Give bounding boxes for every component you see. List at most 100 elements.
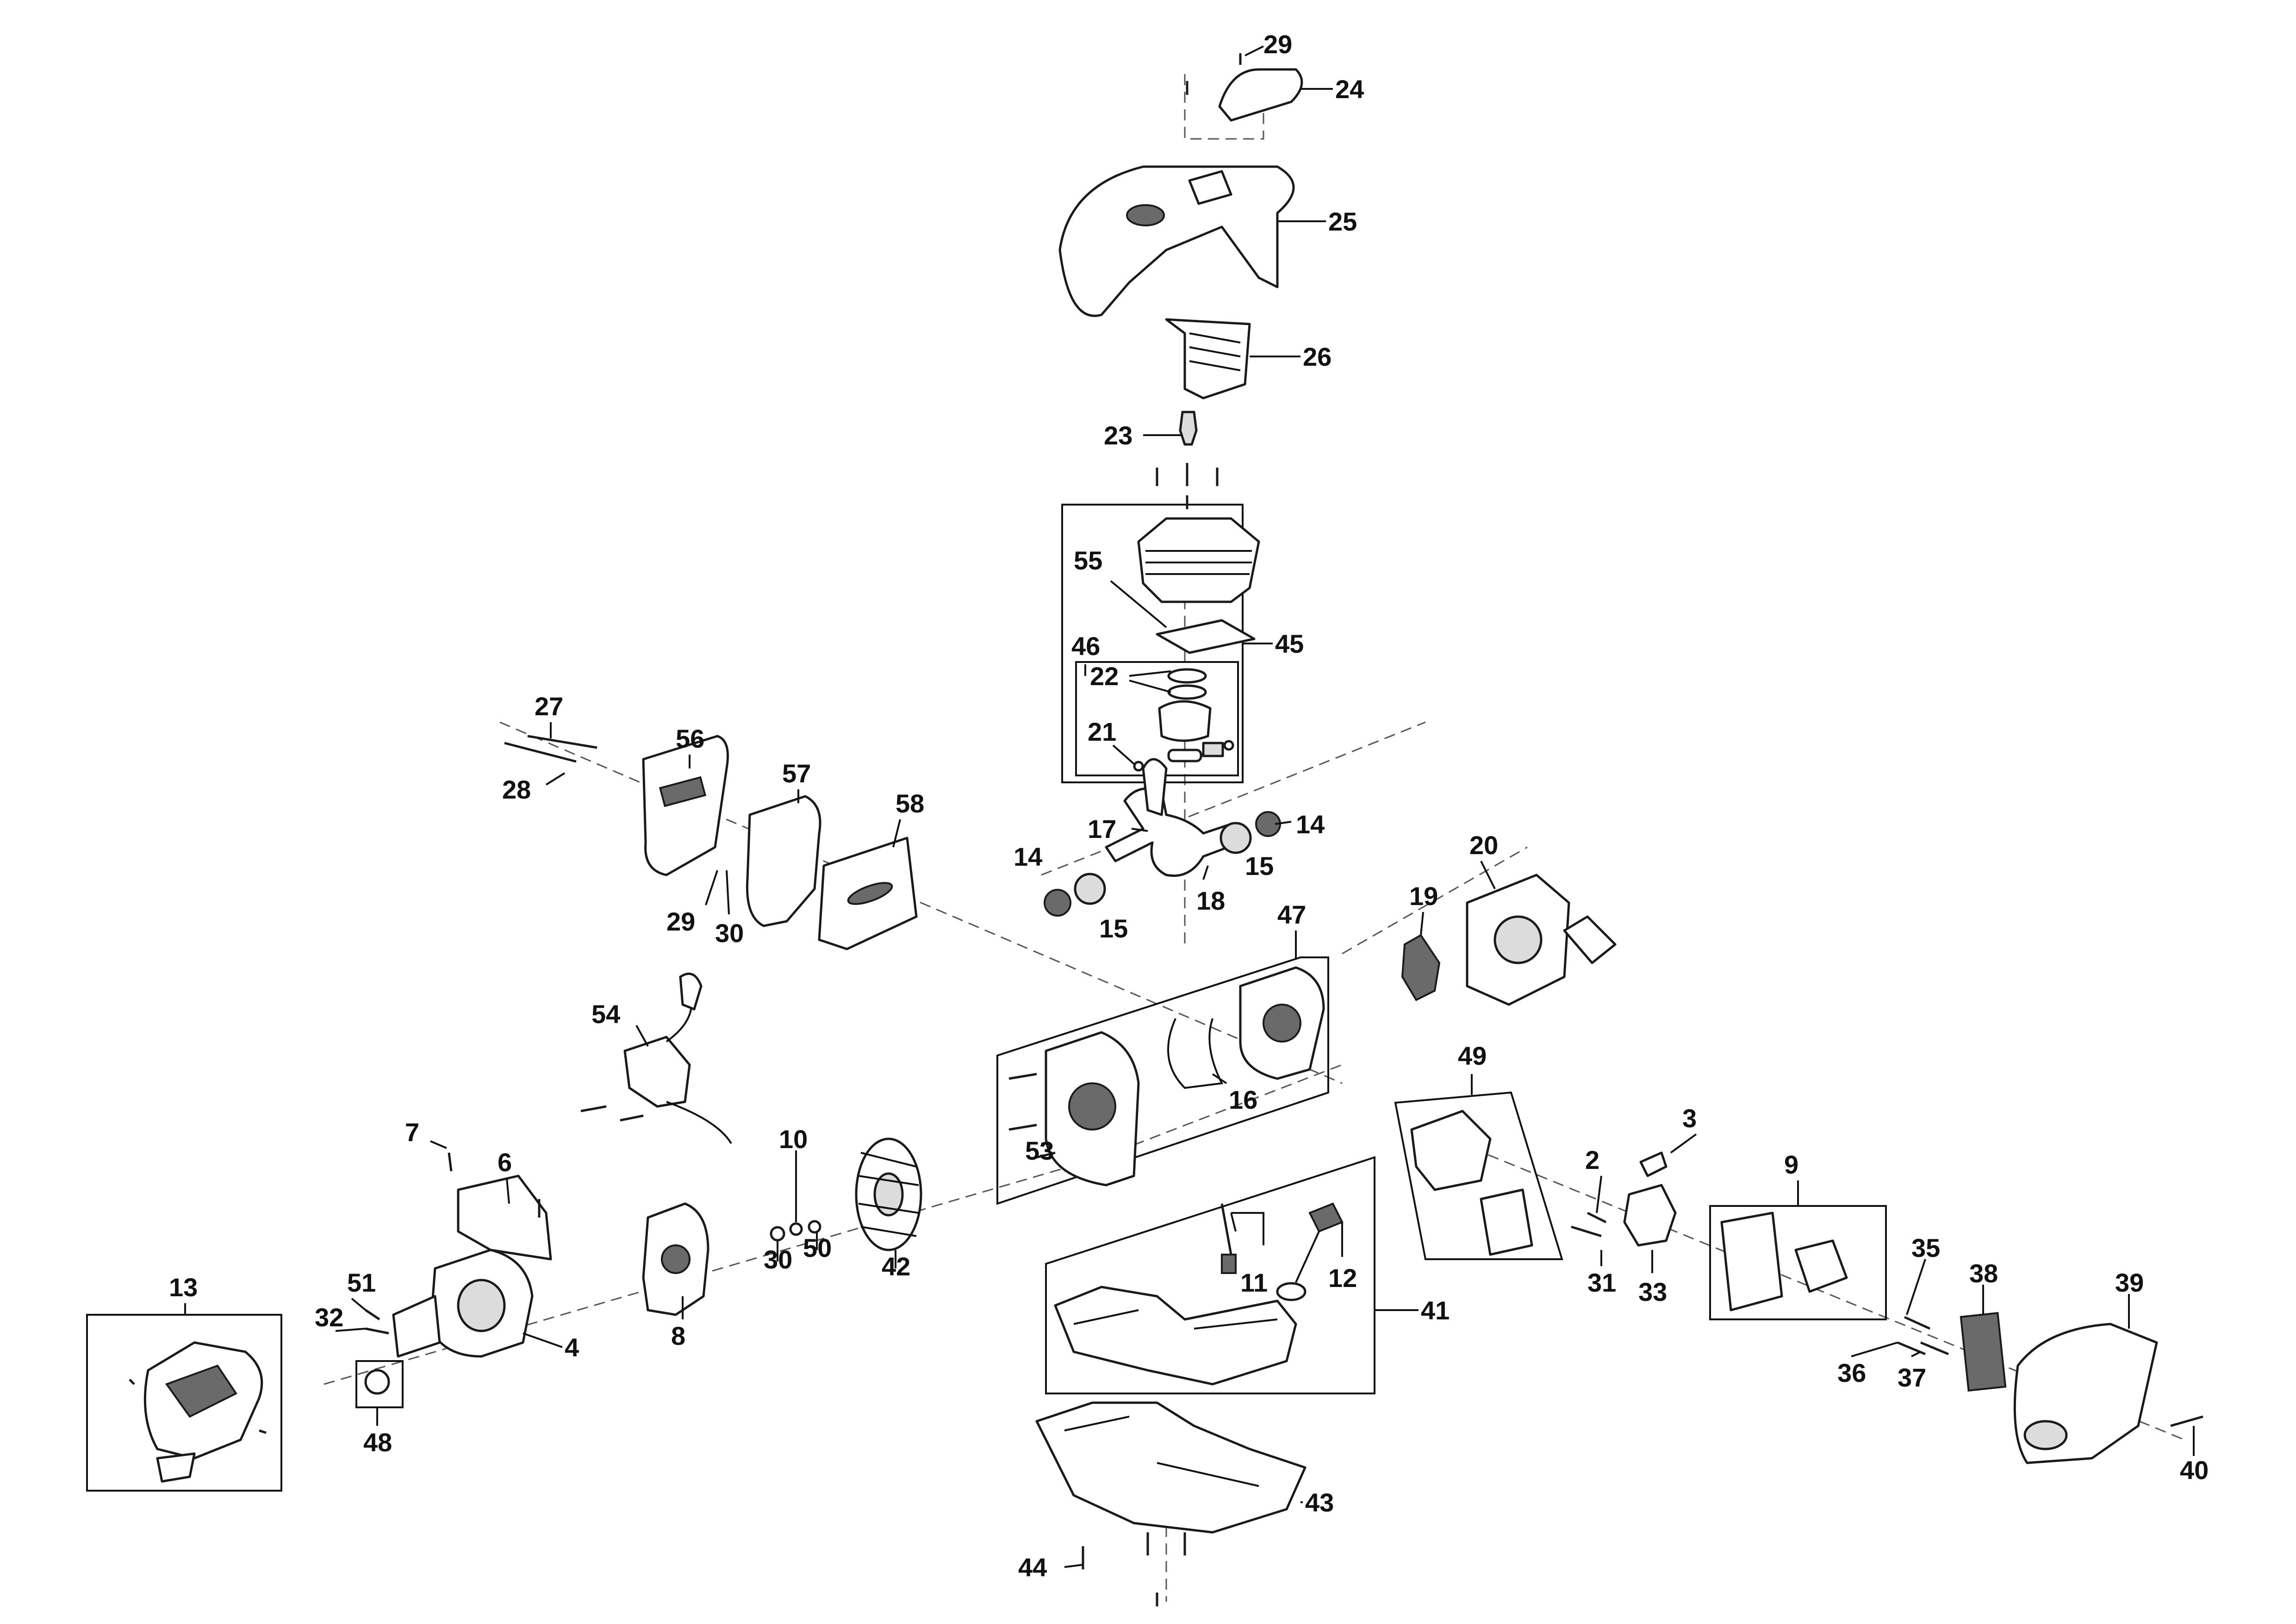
long-bolt-28 <box>504 742 577 763</box>
top-cover-part <box>1218 68 1303 122</box>
clutch-housing-bore <box>457 1279 506 1332</box>
callout-label: 53 <box>1025 1136 1054 1165</box>
filter-base-part <box>1720 1212 1783 1312</box>
cylinder-hood-part <box>1058 165 1295 317</box>
callout-label: 25 <box>1328 207 1357 236</box>
callout-label: 15 <box>1245 851 1274 881</box>
callout-label: 40 <box>2180 1455 2209 1485</box>
callout-label: 9 <box>1784 1150 1798 1179</box>
callout-label: 3 <box>1682 1104 1697 1133</box>
muffler-part <box>746 795 821 927</box>
callout-label: 7 <box>405 1118 419 1147</box>
crankcase-left-bore <box>1068 1082 1116 1131</box>
flywheel-hub <box>873 1172 904 1217</box>
gasket-16 <box>1167 1018 1224 1089</box>
callout-label: 44 <box>1018 1553 1047 1582</box>
muffler-cover-part <box>642 735 729 876</box>
frame-48 <box>355 1360 404 1408</box>
filter-cover-intake <box>2023 1420 2068 1450</box>
callout-label: 21 <box>1088 717 1116 746</box>
clutch-housing-neck <box>392 1295 441 1358</box>
callout-label: 33 <box>1638 1277 1667 1306</box>
piston-ring-lower <box>1167 684 1207 700</box>
callout-label: 57 <box>782 759 811 788</box>
piston-part <box>1158 700 1212 742</box>
callout-label: 42 <box>882 1252 910 1281</box>
fan-cover-part <box>457 1174 552 1261</box>
callout-label: 19 <box>1409 881 1438 911</box>
intake-manifold-part <box>1410 1110 1492 1191</box>
callout-label: 48 <box>363 1428 392 1457</box>
callout-label: 11 <box>1240 1268 1268 1297</box>
callout-label: 37 <box>1898 1363 1926 1392</box>
frame-49 <box>1394 1091 1563 1260</box>
callout-label: 14 <box>1014 842 1042 871</box>
intake-gasket-part <box>1480 1188 1533 1256</box>
carburettor-part <box>1623 1184 1677 1247</box>
callout-label: 27 <box>535 692 563 721</box>
washer-30 <box>1587 1212 1607 1224</box>
long-bolt-27 <box>527 735 597 749</box>
callout-label: 8 <box>671 1321 685 1350</box>
starter-handle <box>1563 915 1617 964</box>
hood-vent <box>1126 204 1165 226</box>
filter-bracket-part <box>1794 1239 1848 1293</box>
frame-41 <box>1045 1156 1375 1394</box>
callout-label: 54 <box>591 999 620 1029</box>
callout-label: 38 <box>1969 1259 1998 1288</box>
callout-label: 45 <box>1275 629 1304 658</box>
callout-label: 47 <box>1277 900 1306 929</box>
circlip-21 <box>1133 761 1144 772</box>
callout-label: 29 <box>666 907 695 936</box>
callout-label: 56 <box>676 724 704 753</box>
conrod-part <box>1142 758 1168 816</box>
callout-label: 23 <box>1104 421 1132 450</box>
bearing-15-left <box>1074 873 1106 905</box>
circlip-right <box>1223 740 1234 751</box>
bush-48 <box>364 1369 390 1395</box>
callout-label: 4 <box>565 1333 579 1362</box>
screw-2 <box>365 1327 389 1335</box>
clutch-hub <box>661 1244 691 1274</box>
bearing-15-right <box>1220 822 1252 854</box>
fuel-tank-part <box>1054 1286 1297 1386</box>
leader-lines <box>184 45 2195 1568</box>
fuel-filter <box>1221 1254 1237 1274</box>
callout-label: 16 <box>1229 1085 1257 1114</box>
crankshaft-part <box>1105 787 1242 877</box>
hood-handle <box>1188 170 1232 205</box>
fuel-cap-seal <box>1276 1282 1307 1301</box>
callout-label: 6 <box>498 1148 512 1177</box>
callout-label: 55 <box>1074 546 1102 575</box>
spark-plug-cap <box>679 972 703 1011</box>
callout-label: 58 <box>896 789 924 818</box>
fuel-pickup-51 <box>1220 1203 1232 1255</box>
callout-label: 28 <box>502 775 531 804</box>
callout-label: 51 <box>347 1268 376 1297</box>
callout-label: 43 <box>1305 1488 1334 1517</box>
callout-label: 32 <box>315 1303 343 1332</box>
callout-label: 12 <box>1328 1263 1357 1293</box>
piston-pin-part <box>1167 749 1202 762</box>
callout-labels: 29 24 25 26 23 55 46 45 22 21 27 56 57 5… <box>169 30 2209 1582</box>
starter-pulley <box>1493 915 1543 964</box>
screw-40 <box>2170 1415 2203 1427</box>
callout-label: 50 <box>803 1233 832 1262</box>
screw-3 <box>365 1309 380 1321</box>
fuel-cap-42 <box>1308 1202 1344 1233</box>
callout-label: 20 <box>1469 831 1498 860</box>
spark-plug-part <box>1179 411 1198 446</box>
callout-label: 24 <box>1335 75 1364 104</box>
callout-label: 15 <box>1099 914 1128 943</box>
callout-label: 13 <box>169 1273 198 1302</box>
frame-47 <box>996 956 1329 1205</box>
ignition-coil-part <box>623 1036 691 1108</box>
callout-label: 39 <box>2115 1268 2144 1297</box>
callout-label: 49 <box>1458 1041 1487 1070</box>
callout-label: 10 <box>779 1124 808 1154</box>
air-guide-part <box>1165 318 1251 400</box>
base-plate-part <box>1035 1401 1307 1534</box>
group-frames <box>86 504 1887 1492</box>
callout-label: 17 <box>1088 814 1116 843</box>
cylinder-gasket-part <box>1156 619 1256 654</box>
